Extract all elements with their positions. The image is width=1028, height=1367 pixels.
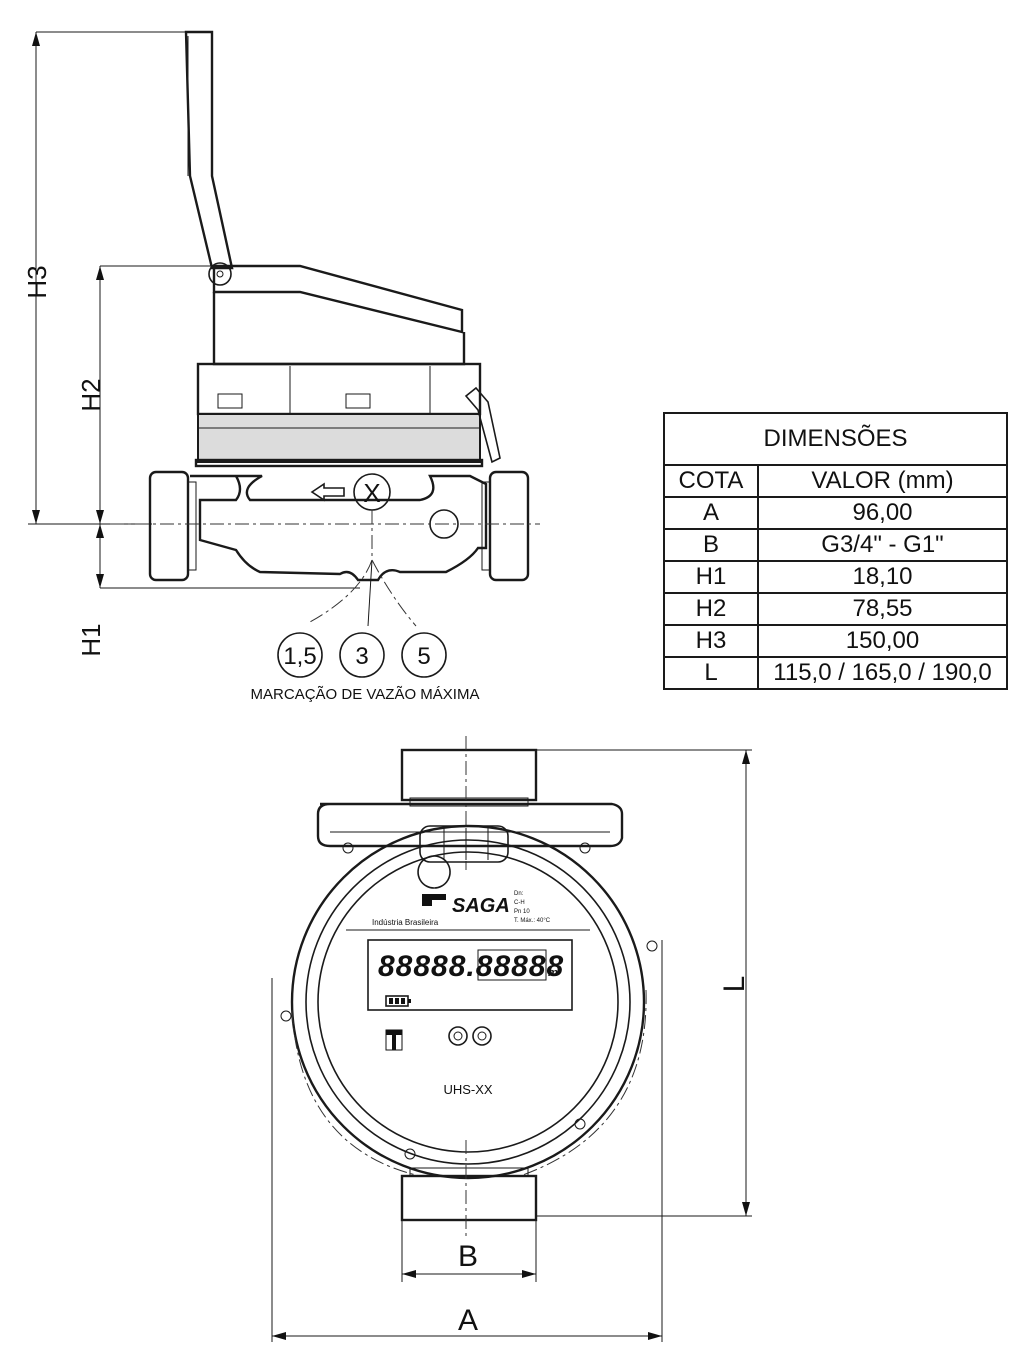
lid-bar (316, 802, 624, 863)
dimensions-table: DIMENSÕES COTA VALOR (mm) A 96,00 B G3/4… (663, 412, 1008, 690)
optical-port-icon (448, 1026, 492, 1046)
max-flow-caption: MARCAÇÃO DE VAZÃO MÁXIMA (251, 686, 480, 703)
table-header-row: COTA VALOR (mm) (663, 464, 1008, 498)
cell-valor: 150,00 (757, 624, 1008, 658)
max-flow-option-label: 3 (355, 643, 368, 670)
model-label: UHS-XX (443, 1082, 492, 1097)
spec-line-4: T. Máx.: 40°C (514, 918, 551, 924)
dimension-a: A (271, 940, 663, 1342)
side-view: H3 H2 H1 (22, 30, 540, 703)
meter-lid (212, 264, 466, 366)
max-flow-leaders (309, 510, 417, 627)
max-flow-option-label: 5 (417, 643, 430, 670)
origin-label: Indústria Brasileira (372, 918, 439, 927)
meter-dial: SAGA Indústria Brasileira Dn: C-H Pn 10 … (346, 855, 590, 1097)
column-header-cota: COTA (663, 464, 759, 498)
cell-cota: B (663, 528, 759, 562)
cell-cota: A (663, 496, 759, 530)
table-row: H3 150,00 (663, 624, 1008, 658)
spec-line-1: Dn: (514, 891, 524, 897)
register-housing (194, 362, 501, 468)
cell-valor: 78,55 (757, 592, 1008, 626)
column-header-valor: VALOR (mm) (757, 464, 1008, 498)
dimension-label-h2: H2 (76, 378, 106, 411)
dimension-b: B (401, 1220, 537, 1282)
table-row: A 96,00 (663, 496, 1008, 530)
spec-line-2: C-H (514, 900, 525, 906)
cell-cota: L (663, 656, 759, 690)
spec-line-3: Pn 10 (514, 909, 530, 915)
max-flow-option-3: 5 (401, 632, 447, 678)
dimension-label-a: A (458, 1304, 478, 1337)
lcd-digits: 88888.88888 (378, 950, 564, 983)
front-view: L (271, 736, 752, 1342)
table-title: DIMENSÕES (663, 412, 1008, 466)
certification-mark-icon (385, 1029, 403, 1051)
flow-direction: X (310, 473, 391, 511)
lcd-unit: m³ (548, 967, 562, 979)
meter-face (280, 824, 658, 1180)
table-row: H2 78,55 (663, 592, 1008, 626)
max-flow-option-label: 1,5 (283, 643, 316, 670)
cell-cota: H1 (663, 560, 759, 594)
cell-valor: 96,00 (757, 496, 1008, 530)
cell-cota: H2 (663, 592, 759, 626)
cell-valor: G3/4" - G1" (757, 528, 1008, 562)
dimension-h1: H1 (28, 523, 360, 657)
max-flow-option-1: 1,5 (277, 632, 323, 678)
dimension-l: L (536, 749, 752, 1217)
lid-handle (184, 30, 234, 286)
max-flow-option-2: 3 (339, 632, 385, 678)
table-row: B G3/4" - G1" (663, 528, 1008, 562)
dimension-label-h1: H1 (76, 623, 106, 656)
flow-marker-label: X (363, 478, 380, 508)
meter-body (110, 470, 540, 582)
dimension-h3: H3 (22, 31, 212, 524)
table-row: L 115,0 / 165,0 / 190,0 (663, 656, 1008, 690)
battery-icon (385, 995, 411, 1007)
cell-valor: 18,10 (757, 560, 1008, 594)
dimension-label-l: L (718, 976, 751, 993)
cell-cota: H3 (663, 624, 759, 658)
dimension-label-h3: H3 (22, 265, 52, 298)
dimension-h2: H2 (76, 265, 214, 524)
dimension-label-b: B (458, 1240, 478, 1273)
brand-name: SAGA (452, 895, 510, 917)
bottom-connection (400, 1140, 538, 1240)
cell-valor: 115,0 / 165,0 / 190,0 (757, 656, 1008, 690)
table-row: H1 18,10 (663, 560, 1008, 594)
